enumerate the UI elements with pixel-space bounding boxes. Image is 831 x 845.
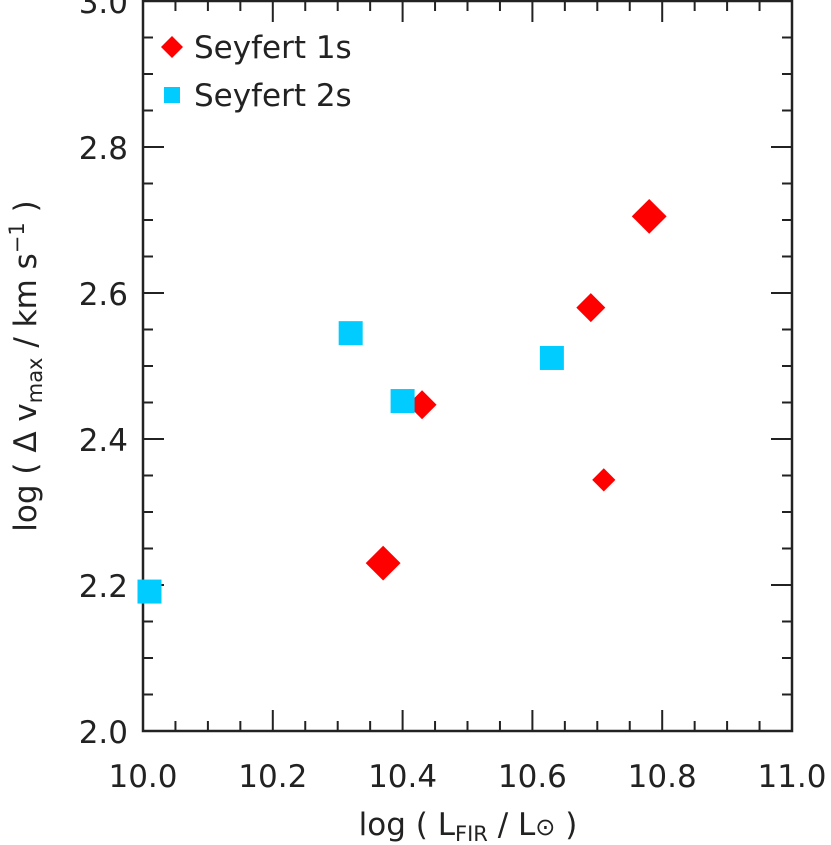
y-tick-label: 2.8: [79, 131, 128, 167]
seyfert-2-point: [137, 579, 162, 604]
legend-diamond-icon: [161, 36, 183, 58]
y-axis-label: log ( Δ vmax / km s−1 ): [5, 200, 47, 531]
legend-label: Seyfert 1s: [194, 30, 352, 66]
seyfert-1-point: [592, 468, 616, 492]
x-tick-label: 10.6: [498, 759, 567, 795]
x-tick-label: 11.0: [757, 759, 826, 795]
y-tick-label: 3.0: [79, 0, 128, 21]
legend-label: Seyfert 2s: [194, 78, 352, 114]
y-tick-label: 2.6: [79, 277, 128, 313]
x-tick-label: 10.2: [238, 759, 307, 795]
axes: 10.0 10.2 10.4 10.6 10.8 11.0 2.0 2.2 2.4 2.6 2.8 3…: [79, 0, 827, 795]
seyfert-1-point: [576, 293, 606, 323]
x-tick-label: 10.4: [368, 759, 437, 795]
x-tick-label: 10.8: [628, 759, 697, 795]
y-tick-label: 2.2: [79, 569, 128, 605]
seyfert-1-point: [407, 390, 437, 420]
legend: Seyfert 1s Seyfert 2s: [161, 30, 352, 114]
x-axis-label: log ( LFIR / L⊙ ): [359, 807, 578, 845]
seyfert-1-point: [631, 198, 667, 234]
seyfert-2-point: [390, 389, 415, 414]
seyfert-2-point: [338, 321, 363, 346]
y-tick-label: 2.0: [79, 715, 128, 751]
data-points: [137, 198, 667, 604]
seyfert-2-point: [539, 345, 564, 370]
y-tick-label: 2.4: [79, 423, 128, 459]
legend-square-icon: [164, 87, 180, 103]
x-tick-label: 10.0: [108, 759, 177, 795]
seyfert-1-point: [365, 545, 401, 581]
